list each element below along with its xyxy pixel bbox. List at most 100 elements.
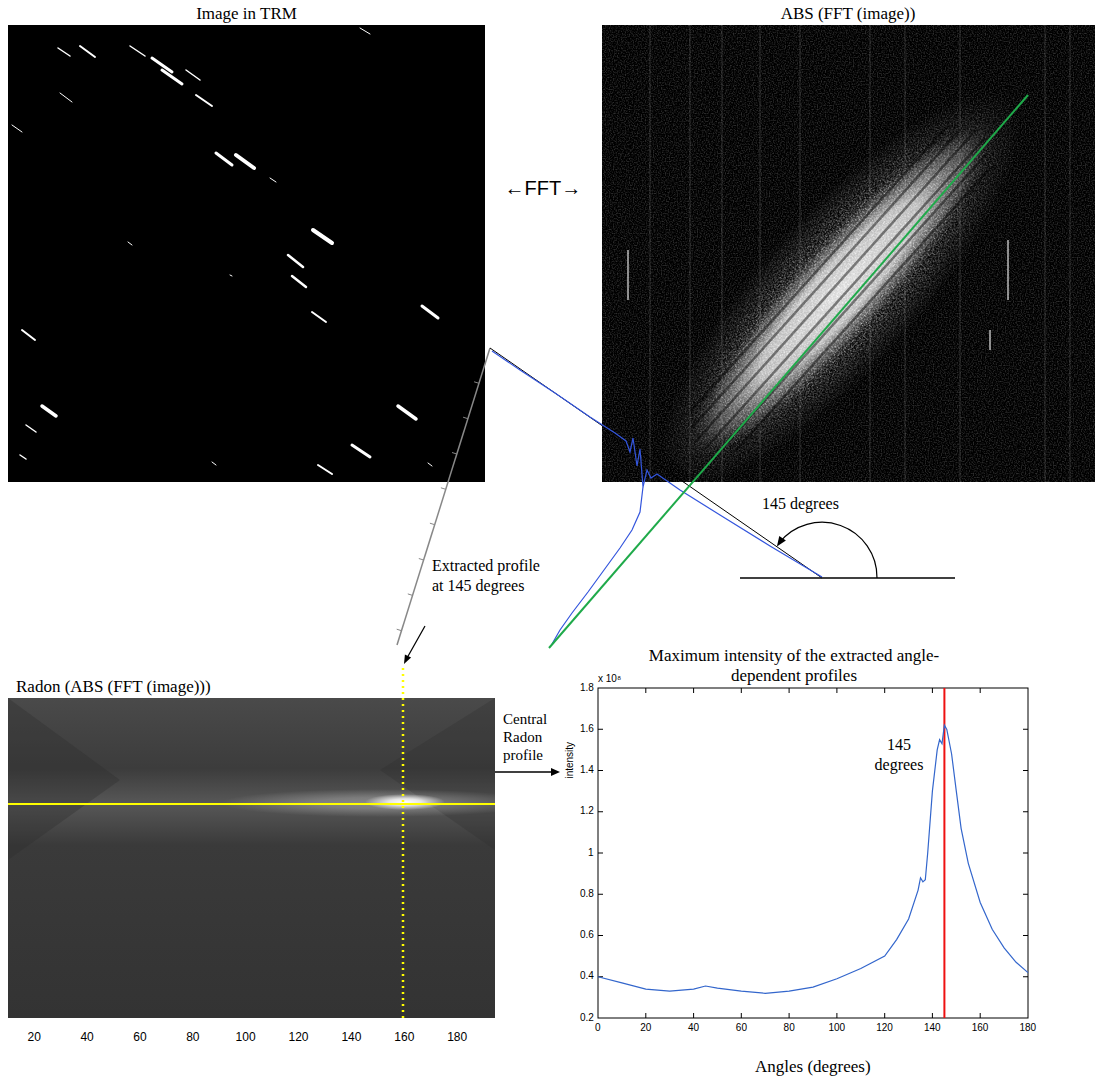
axis-tick: 40 — [80, 1030, 93, 1045]
axis-tick: 140 — [341, 1030, 361, 1045]
axis-tick: 1.8 — [580, 682, 594, 695]
track-streaks — [128, 242, 132, 245]
axis-exponent: x 10⁸ — [598, 673, 621, 686]
axis-tick: 0 — [595, 1022, 601, 1035]
track-streaks — [26, 425, 36, 432]
plot-ticks — [598, 688, 1028, 1018]
panel-heading: Radon (ABS (FFT (image))) — [16, 677, 211, 697]
axis-tick: 120 — [876, 1022, 893, 1035]
track-streaks — [360, 28, 370, 34]
radon-image — [8, 668, 540, 1018]
axis-title: intensity — [564, 741, 577, 778]
fft-image — [602, 25, 1095, 482]
callout-arrow — [404, 654, 411, 664]
angle-label: 145 degrees — [762, 494, 839, 514]
profile-callout: Extracted profile at 145 degrees — [432, 556, 542, 596]
axis-tick: 1.6 — [580, 723, 594, 736]
fft-band — [611, 48, 1068, 482]
intensity-curve — [598, 725, 1028, 993]
axis-tick: 60 — [736, 1022, 747, 1035]
axis-title: Angles (degrees) — [755, 1056, 871, 1077]
callout-arrow — [407, 626, 425, 658]
fft-band — [677, 114, 1003, 466]
radon-shade — [8, 698, 120, 860]
fft-band — [695, 130, 976, 442]
axis-tick: 80 — [186, 1030, 199, 1045]
track-streaks — [230, 275, 232, 276]
track-streaks — [292, 276, 306, 287]
arrowhead — [551, 768, 560, 776]
panel-heading: ABS (FFT (image)) — [602, 4, 1094, 24]
track-streaks — [20, 455, 26, 459]
connector-label: Central Radon profile — [503, 710, 561, 764]
axis-tick: 1.4 — [580, 764, 594, 777]
track-streaks — [318, 465, 332, 474]
axis-tick: 1 — [588, 847, 594, 860]
angle-profile-line — [402, 668, 405, 1018]
radon-shade — [380, 698, 495, 850]
callout-arrow — [404, 626, 425, 664]
axis-tick: 120 — [289, 1030, 309, 1045]
panel-heading: Image in TRM — [8, 4, 485, 24]
fft-band — [611, 48, 1068, 482]
horizontal-reference — [740, 577, 955, 579]
profile-baseline — [490, 348, 822, 578]
plot-panel: Maximum intensity of the extracted angle… — [560, 688, 1028, 1018]
peak-label: 145 degrees — [868, 735, 930, 775]
central-profile-line — [8, 803, 495, 805]
axis-tick: 0.6 — [580, 929, 594, 942]
fft-band — [693, 129, 961, 426]
rotated-profile — [397, 348, 955, 645]
track-streaks — [130, 46, 145, 56]
fft-band — [691, 129, 945, 411]
fft-band — [704, 138, 985, 450]
track-streaks — [12, 125, 22, 132]
track-streaks — [12, 28, 438, 474]
connector-line — [495, 771, 552, 772]
track-streaks — [422, 306, 438, 318]
axis-tick: 0.8 — [580, 888, 594, 901]
axis-tick: 80 — [784, 1022, 795, 1035]
panel-heading: Maximum intensity of the extracted angle… — [624, 646, 964, 687]
plot-axes — [598, 688, 1028, 1018]
profile-curve — [552, 487, 643, 644]
intensity-plot — [598, 688, 1028, 1018]
image-ground — [8, 698, 495, 1018]
axis-tick: 20 — [640, 1022, 651, 1035]
fft-panel: ABS (FFT (image)) — [602, 25, 1094, 482]
fft-band — [735, 169, 989, 451]
angle-arrowhead — [777, 536, 786, 547]
axis-tick: 0.4 — [580, 970, 594, 983]
track-streaks — [288, 255, 303, 267]
track-streaks — [186, 70, 200, 80]
projection-line — [549, 95, 1028, 648]
track-streaks — [352, 445, 370, 457]
axis-tick: 60 — [133, 1030, 146, 1045]
radon-peak — [365, 794, 445, 810]
track-streaks — [398, 406, 416, 419]
track-streaks — [58, 48, 70, 56]
axis-tick: 100 — [828, 1022, 845, 1035]
axis-tick: 20 — [28, 1030, 41, 1045]
track-streaks — [60, 93, 72, 102]
angle-arc — [779, 522, 877, 578]
track-streaks — [236, 155, 254, 168]
axis-tick: 160 — [394, 1030, 414, 1045]
radon-panel: Radon (ABS (FFT (image))) — [8, 698, 495, 1018]
axis-tick: 1.2 — [580, 805, 594, 818]
connector-arrow — [495, 768, 560, 776]
track-streaks — [162, 70, 182, 84]
trm-image — [8, 25, 485, 482]
axis-tick: 100 — [236, 1030, 256, 1045]
track-streaks — [42, 406, 56, 416]
axis-tick: 140 — [924, 1022, 941, 1035]
track-streaks — [22, 330, 35, 340]
track-streaks — [428, 463, 432, 466]
image-ground — [8, 25, 485, 482]
track-streaks — [212, 462, 216, 465]
image-panel: Image in TRM — [8, 25, 485, 482]
profile-axis — [397, 348, 490, 645]
